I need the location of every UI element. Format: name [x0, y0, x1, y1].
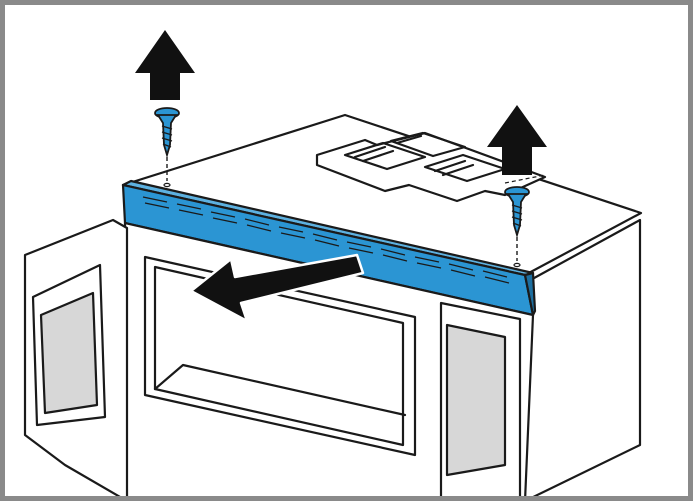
door-window — [39, 291, 99, 415]
right-screw-icon — [504, 174, 546, 268]
pull-arrow-icon — [189, 253, 365, 323]
microwave-installation-diagram — [23, 30, 643, 496]
vent-grille-end — [523, 271, 537, 317]
oven-cavity — [143, 255, 417, 457]
side-window — [445, 323, 507, 477]
right-up-arrow-icon — [487, 105, 547, 175]
oven-cavity-inner — [153, 265, 405, 447]
door-window-frame — [31, 263, 107, 427]
mounting-plate — [315, 131, 547, 203]
left-up-arrow-icon — [135, 30, 195, 100]
oven-cavity-floor — [153, 363, 407, 417]
vent-slots — [142, 196, 510, 284]
left-screw-icon — [154, 107, 180, 188]
